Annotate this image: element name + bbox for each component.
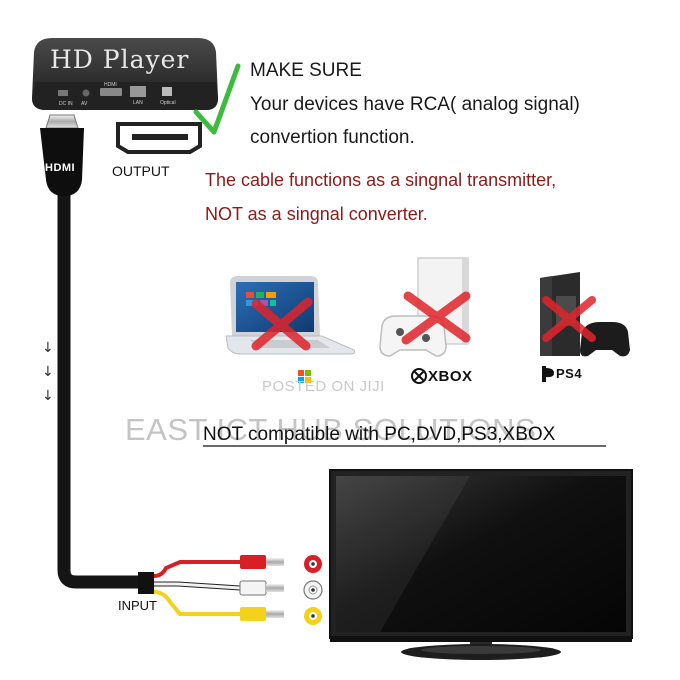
hdmi-plug-tip — [45, 114, 79, 129]
rca-jack-icon — [303, 580, 323, 600]
incompatible-devices: PC,DVD,PS3,XBOX — [384, 424, 556, 445]
cross-icon — [251, 297, 313, 351]
flow-arrow: ↓ — [42, 388, 54, 404]
ps4-console-icon — [540, 272, 630, 357]
playstation-logo-icon — [542, 366, 554, 382]
output-label: OUTPUT — [112, 163, 170, 179]
transmitter-note: The cable functions as a singnal transmi… — [205, 170, 557, 190]
hdmi-cable — [40, 114, 138, 589]
hd-player-box — [32, 38, 218, 110]
make-sure-heading: MAKE SURE — [250, 60, 362, 81]
cross-icon — [542, 296, 596, 342]
hdmi-plug-label: HDMI — [45, 162, 76, 174]
rca-jack-icon — [304, 555, 322, 573]
devices-requirement: Your devices have RCA( analog signal) — [250, 94, 580, 115]
incompatible-prefix: NOT compatible with — [203, 424, 385, 445]
optical-port-icon — [162, 87, 172, 96]
flow-arrow: ↓ — [42, 340, 54, 356]
dc-in-port-icon — [58, 90, 68, 96]
flow-arrow: ↓ — [42, 364, 54, 380]
port-label-dc-in: DC IN — [59, 101, 73, 107]
incompatible-notice: NOT compatible with PC,DVD,PS3,XBOX — [203, 424, 555, 446]
conversion-requirement: convertion function. — [250, 127, 415, 148]
xbox-logo-text: XBOX — [428, 368, 473, 385]
ps4-logo-text: PS4 — [556, 366, 583, 381]
port-label-av: AV — [81, 101, 88, 107]
input-label: INPUT — [118, 598, 157, 613]
converter-note: NOT as a singnal converter. — [205, 204, 428, 224]
rca-cables — [138, 555, 284, 621]
cross-icon — [401, 291, 471, 345]
lan-port-icon — [130, 86, 146, 97]
hdmi-output-port-icon — [116, 122, 202, 154]
port-label-lan: LAN — [133, 100, 143, 106]
port-label-hdmi: HDMI — [104, 82, 117, 88]
player-title: HD Player — [50, 45, 190, 74]
port-label-optical: Optical — [160, 100, 176, 106]
xbox-logo-icon — [411, 368, 427, 384]
rca-jack-icon — [304, 607, 322, 625]
av-port-icon — [82, 89, 90, 97]
tv-icon — [329, 469, 633, 660]
hdmi-plug-body — [40, 128, 84, 196]
hdmi-port-icon — [100, 88, 122, 96]
posted-watermark: POSTED ON JIJI — [262, 378, 385, 395]
company-watermark: EAST ICT HUB SOLUTIONS — [125, 412, 537, 447]
windows-logo-icon — [298, 370, 311, 383]
checkmark-icon — [193, 63, 241, 135]
